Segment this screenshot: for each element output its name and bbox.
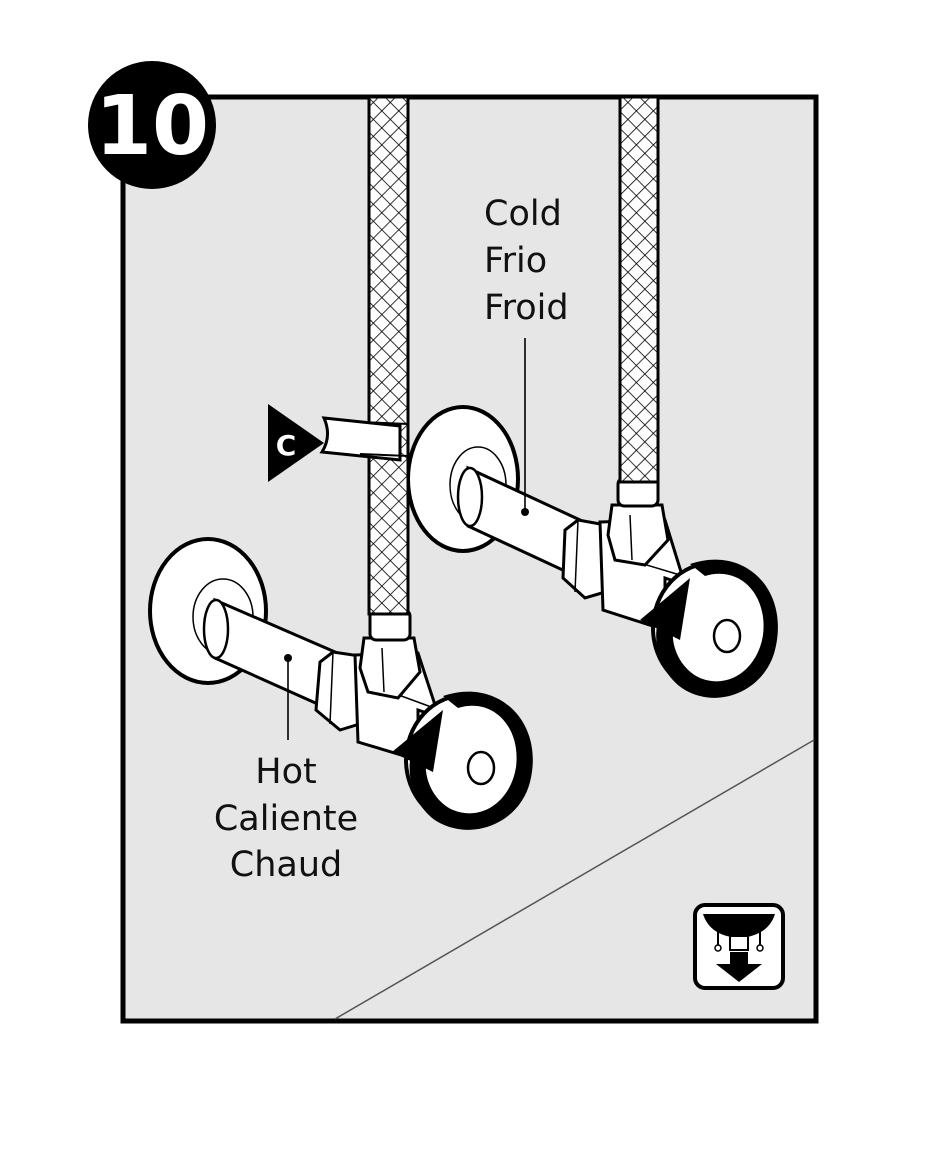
hot-supply-hose <box>367 95 410 616</box>
hot-label-en: Hot <box>255 752 316 792</box>
cabinet-edge-line <box>334 739 815 1020</box>
cold-label-en: Cold <box>484 194 562 234</box>
hot-valve-assembly <box>148 537 533 830</box>
hot-hose-nut <box>358 636 422 700</box>
sink-drain-icon <box>693 903 785 990</box>
cold-label-fr: Froid <box>484 288 569 328</box>
pointer-triangle-icon <box>268 404 324 482</box>
hot-label-group: Hot Caliente Chaud <box>214 752 358 885</box>
hot-label-es: Caliente <box>214 799 358 839</box>
step-number: 10 <box>95 79 209 174</box>
cold-hose-nut <box>606 503 670 567</box>
cold-valve-assembly <box>406 405 778 698</box>
step-badge: 10 <box>88 61 216 189</box>
callout-marker: C <box>268 404 324 482</box>
cold-supply-hose <box>618 95 660 484</box>
cold-label-group: Cold Frio Froid <box>484 194 569 328</box>
callout-letter: C <box>276 429 297 462</box>
hose-tag-band <box>319 416 402 462</box>
cold-label-es: Frio <box>484 241 547 281</box>
hot-label-fr: Chaud <box>230 845 342 885</box>
